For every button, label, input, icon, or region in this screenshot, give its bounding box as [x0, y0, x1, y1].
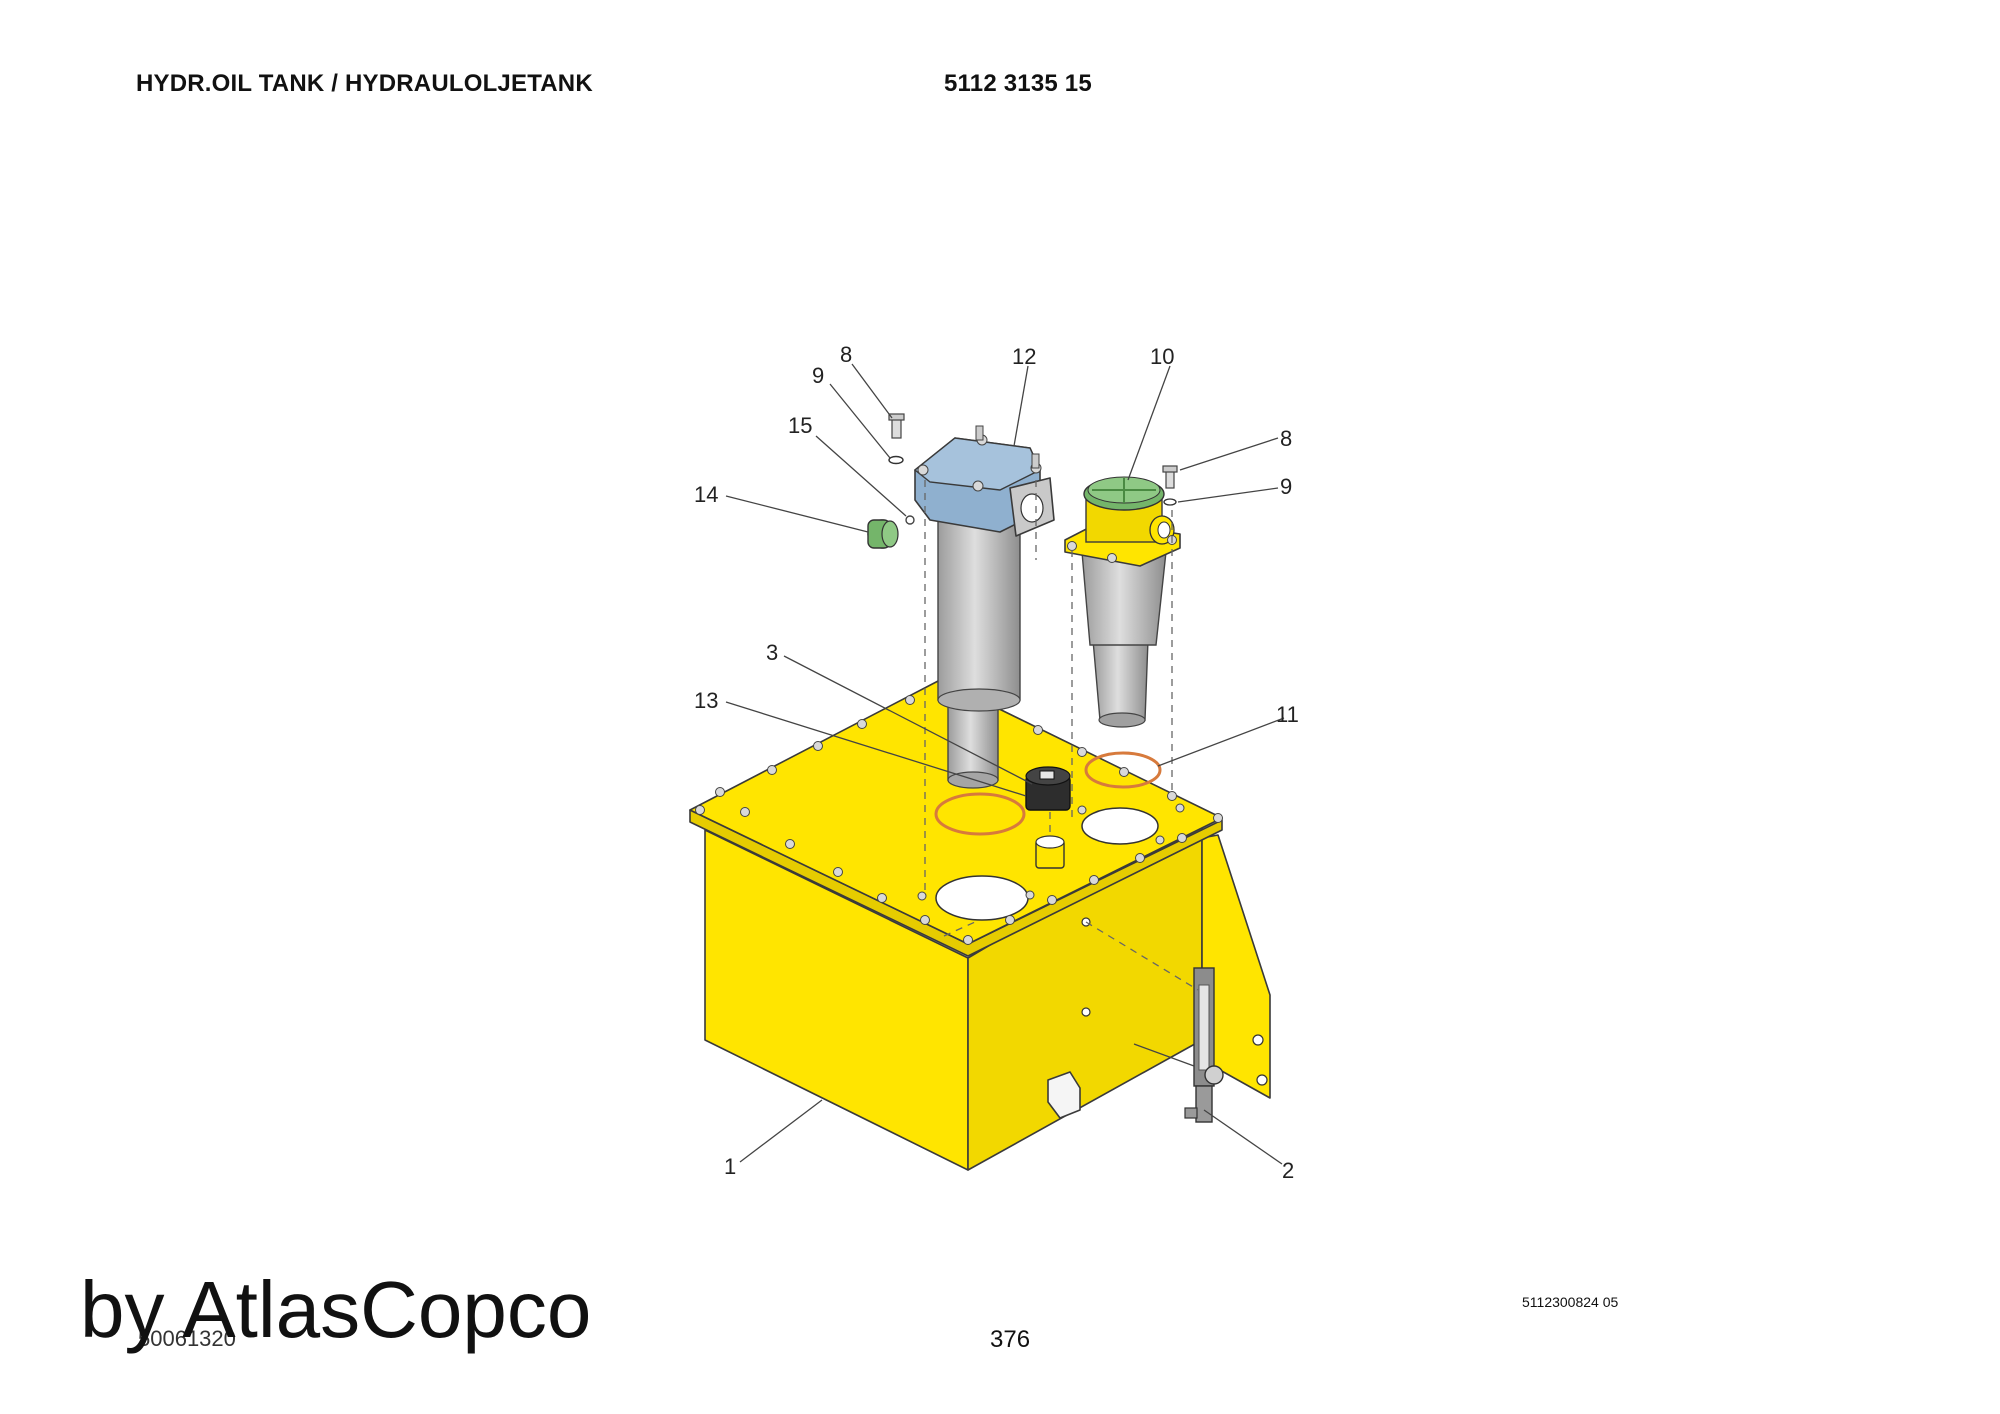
callout-15: 15: [788, 413, 812, 438]
level-gauge: [1133, 967, 1224, 1123]
callout-13: 13: [694, 688, 718, 713]
assembly-lines: [924, 480, 1199, 991]
callout-numbers: 8 9 15 14 12 10 8 9 3 13 11 1 2: [694, 342, 1299, 1183]
leader-lines: [725, 363, 1285, 1165]
watermark: by AtlasCopco: [80, 1265, 592, 1354]
plug: [867, 519, 899, 549]
callout-9-left: 9: [812, 363, 824, 388]
callout-14: 14: [694, 482, 718, 507]
tank-opening-return-filter: [935, 875, 1029, 921]
breather-filler-cap: [1025, 766, 1071, 811]
callout-10: 10: [1150, 344, 1174, 369]
drawing-reference: 5112300824 05: [1522, 1294, 1619, 1310]
callout-12: 12: [1012, 344, 1036, 369]
callout-3: 3: [766, 640, 778, 665]
callout-8-right: 8: [1280, 426, 1292, 451]
o-ring-return-filter: [934, 792, 1026, 836]
part-number: 5112 3135 15: [944, 70, 1092, 97]
return-filter: [913, 425, 1055, 789]
callout-1: 1: [724, 1154, 736, 1179]
page-title: HYDR.OIL TANK / HYDRAULOLJETANK: [136, 70, 593, 97]
callout-2: 2: [1282, 1158, 1294, 1183]
callout-8-left: 8: [840, 342, 852, 367]
o-ring-plug: [905, 515, 915, 525]
tank-top-bolts: [695, 679, 1223, 945]
suction-filter: [1064, 476, 1181, 728]
tank-opening-suction-filter: [1081, 807, 1159, 845]
callout-11: 11: [1276, 702, 1299, 727]
document-code: 50061320: [138, 1326, 236, 1351]
callout-9-right: 9: [1280, 474, 1292, 499]
tank-inspection-cover: [1047, 1071, 1081, 1119]
o-ring-suction-filter: [1084, 751, 1162, 789]
page-number: 376: [990, 1326, 1031, 1353]
oil-tank: [689, 679, 1271, 1171]
screw-washer-left: [888, 413, 905, 465]
screw-washer-right: [1162, 465, 1178, 506]
